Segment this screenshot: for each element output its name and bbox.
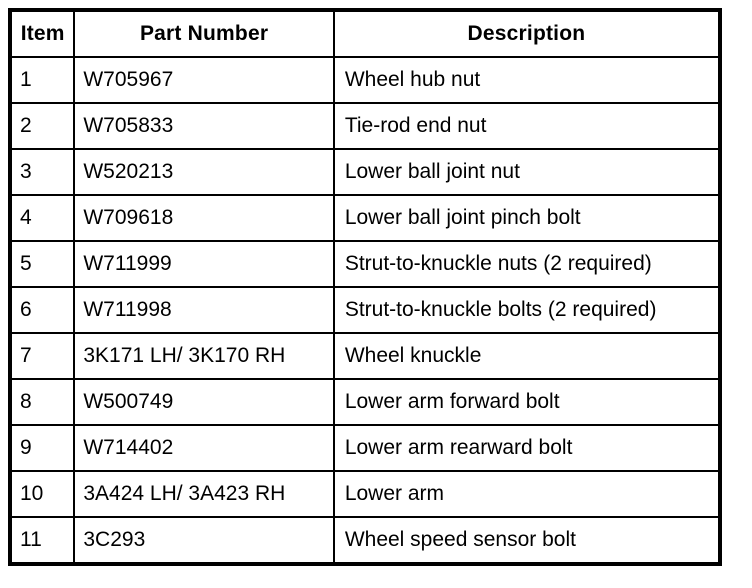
cell-item: 6 (8, 286, 76, 334)
table-row: 10 3A424 LH/ 3A423 RH Lower arm (8, 470, 722, 518)
column-header-item: Item (8, 9, 76, 58)
table-row: 3 W520213 Lower ball joint nut (8, 148, 722, 196)
table-row: 9 W714402 Lower arm rearward bolt (8, 424, 722, 472)
cell-description: Wheel knuckle (332, 332, 722, 380)
table-row: 7 3K171 LH/ 3K170 RH Wheel knuckle (8, 332, 722, 380)
cell-part-number: W711998 (73, 286, 335, 334)
table-body: 1 W705967 Wheel hub nut 2 W705833 Tie-ro… (8, 56, 722, 565)
cell-item: 3 (8, 148, 76, 196)
table-row: 2 W705833 Tie-rod end nut (8, 102, 722, 150)
cell-item: 1 (8, 56, 76, 104)
cell-description: Lower arm rearward bolt (332, 424, 722, 472)
cell-part-number: W705967 (73, 56, 335, 104)
cell-part-number: W714402 (73, 424, 335, 472)
table-row: 6 W711998 Strut-to-knuckle bolts (2 requ… (8, 286, 722, 334)
cell-item: 2 (8, 102, 76, 150)
cell-item: 5 (8, 240, 76, 288)
cell-description: Wheel hub nut (332, 56, 722, 104)
cell-description: Lower arm forward bolt (332, 378, 722, 426)
table-row: 8 W500749 Lower arm forward bolt (8, 378, 722, 426)
cell-part-number: 3A424 LH/ 3A423 RH (73, 470, 335, 518)
table-header-row: Item Part Number Description (8, 9, 722, 58)
cell-part-number: 3C293 (73, 516, 335, 565)
table-row: 1 W705967 Wheel hub nut (8, 56, 722, 104)
cell-part-number: W711999 (73, 240, 335, 288)
cell-item: 11 (8, 516, 76, 565)
cell-part-number: W520213 (73, 148, 335, 196)
cell-description: Tie-rod end nut (332, 102, 722, 150)
cell-part-number: W705833 (73, 102, 335, 150)
cell-item: 10 (8, 470, 76, 518)
parts-table: Item Part Number Description 1 W705967 W… (8, 8, 722, 566)
cell-description: Lower arm (332, 470, 722, 518)
cell-part-number: W500749 (73, 378, 335, 426)
cell-description: Wheel speed sensor bolt (332, 516, 722, 565)
table-row: 5 W711999 Strut-to-knuckle nuts (2 requi… (8, 240, 722, 288)
column-header-description: Description (332, 9, 722, 58)
cell-part-number: 3K171 LH/ 3K170 RH (73, 332, 335, 380)
column-header-part-number: Part Number (73, 9, 335, 58)
cell-item: 4 (8, 194, 76, 242)
cell-description: Strut-to-knuckle nuts (2 required) (332, 240, 722, 288)
cell-part-number: W709618 (73, 194, 335, 242)
cell-description: Strut-to-knuckle bolts (2 required) (332, 286, 722, 334)
cell-item: 9 (8, 424, 76, 472)
table-header: Item Part Number Description (8, 9, 722, 58)
cell-description: Lower ball joint pinch bolt (332, 194, 722, 242)
table-row: 4 W709618 Lower ball joint pinch bolt (8, 194, 722, 242)
table-row: 11 3C293 Wheel speed sensor bolt (8, 516, 722, 565)
cell-description: Lower ball joint nut (332, 148, 722, 196)
cell-item: 8 (8, 378, 76, 426)
cell-item: 7 (8, 332, 76, 380)
